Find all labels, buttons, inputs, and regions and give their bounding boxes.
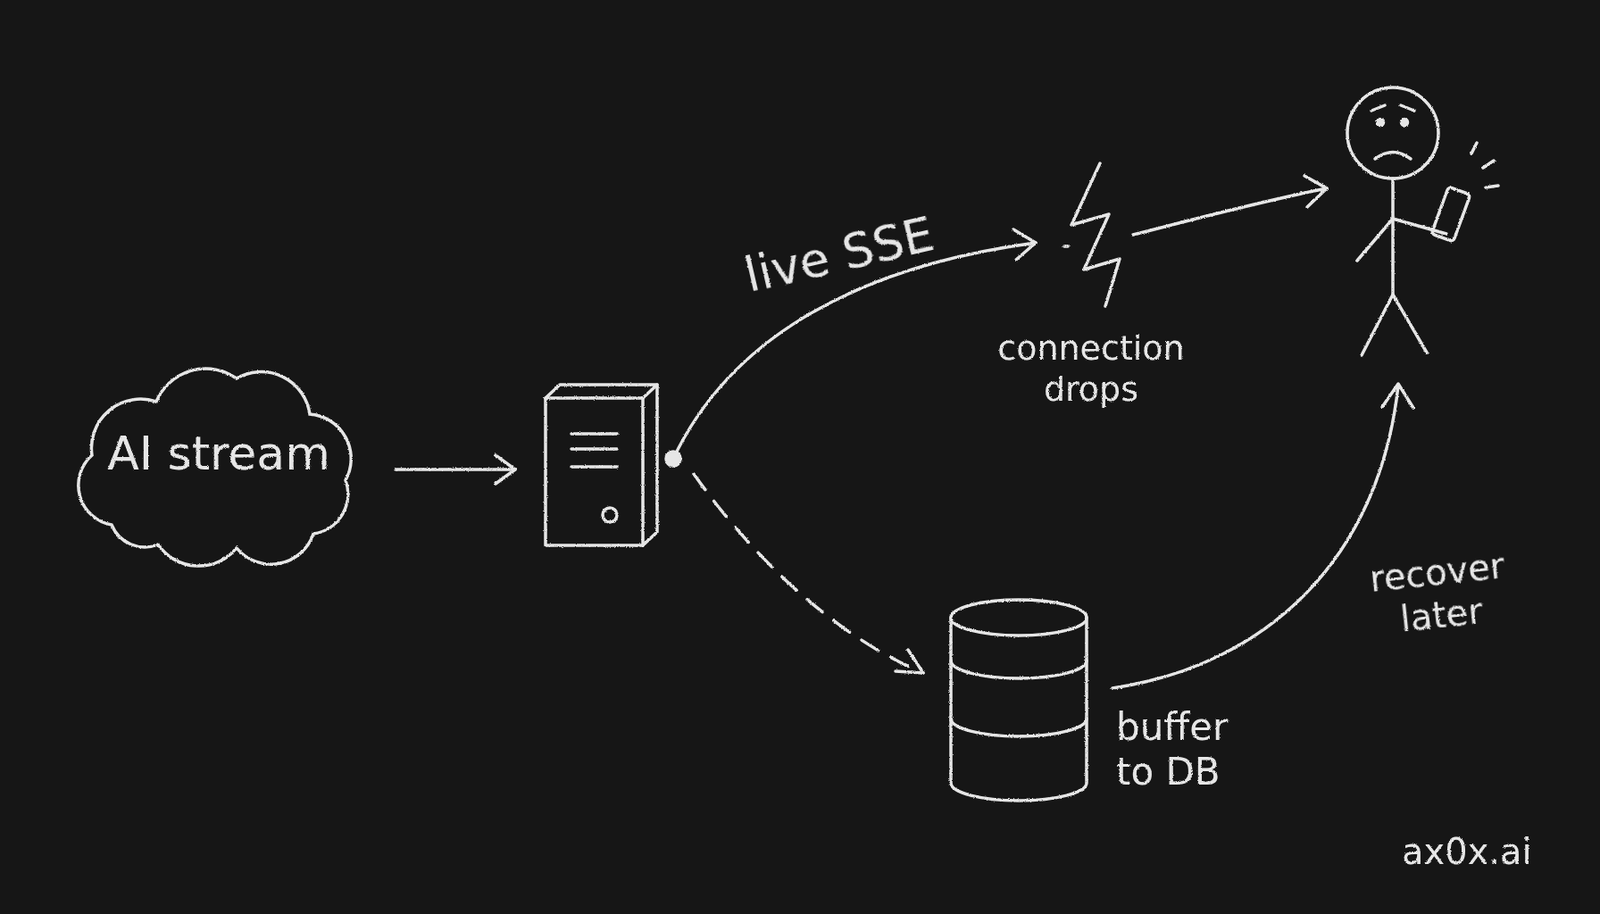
arrow-head <box>1382 383 1414 409</box>
lightning-bolt <box>1071 163 1120 307</box>
server-slots <box>571 433 617 467</box>
arrow-head <box>1304 175 1327 208</box>
eyebrows <box>1371 105 1415 111</box>
note-label: buffer to DB <box>1116 705 1251 796</box>
legs <box>1361 294 1427 356</box>
buffer-arrow <box>693 474 924 674</box>
database-symbol <box>950 600 1087 801</box>
db-band <box>950 660 1087 679</box>
server-front <box>545 398 643 546</box>
server-symbol <box>545 384 658 546</box>
db-band <box>950 718 1087 737</box>
drop-arrow <box>1133 188 1327 235</box>
phone <box>1431 186 1471 242</box>
edge-label: live SSE <box>739 205 940 306</box>
chalk-dot <box>1064 244 1068 249</box>
stream-arrow <box>395 467 516 472</box>
server-button <box>602 508 617 523</box>
eye <box>1401 119 1409 126</box>
server-side <box>642 384 658 546</box>
eye <box>1377 119 1384 126</box>
note-label: recover later <box>1356 542 1522 645</box>
db-body <box>950 617 1087 801</box>
arrow-head <box>1013 229 1036 260</box>
vibration-marks <box>1471 142 1499 188</box>
recover-arrow <box>1112 385 1399 689</box>
node-label: AI stream <box>58 346 380 561</box>
cloud-node: AI stream <box>58 346 380 561</box>
db-top <box>950 600 1087 636</box>
arrow-head <box>495 455 516 484</box>
server-top <box>545 384 658 399</box>
note-label: connection drops <box>985 328 1197 410</box>
watermark: ax0x.ai <box>1401 830 1533 874</box>
frown <box>1375 152 1411 160</box>
arrow-head <box>895 650 924 674</box>
stick-figure <box>1347 87 1499 356</box>
body <box>1391 178 1395 295</box>
head <box>1347 87 1439 179</box>
